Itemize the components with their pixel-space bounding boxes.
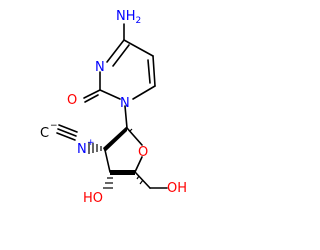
bond-isocyanide-3 [56,132,76,141]
stereo-bonds [103,126,135,175]
bond-c5-c6 [152,55,156,87]
bond-c5-c6-double [147,59,151,84]
bond-c2prime-c3prime [104,149,111,173]
isocyanide-c-charge: − [50,121,58,131]
hydroxyl-left-label: HO [83,191,103,206]
bond-c4-c5 [123,39,154,57]
molecule-diagram: NH2 N N O C − N + O HO OH [40,9,187,206]
ring-n1-label: N [120,96,130,111]
bond-c2-o [83,89,101,99]
hash-5 [129,128,133,132]
hydroxyl-right-label: OH [167,181,187,196]
bond-isocyanide-2 [57,128,77,137]
bond-c6-n1 [132,85,156,100]
bond-n1-c2 [99,89,121,100]
hash-10 [139,179,144,185]
bond-isocyanide-1 [58,124,78,133]
bond-o4-c4prime [134,156,143,173]
wedge-c1prime-c2prime [103,126,127,152]
structure-svg: NH2 N N O C − N + O HO OH [40,9,187,206]
bonds [56,23,168,189]
hash-9 [136,175,140,180]
hash-bonds [88,128,144,189]
bond-c1prime-o4 [126,127,143,146]
bond-c4-n3-double [112,44,130,67]
bond-n1-c1prime [124,105,128,129]
ring-o-label: O [138,145,148,160]
isocyanide-n-charge: + [87,138,95,148]
bond-c4-n3 [106,39,125,63]
isocyanide-n-label: N [77,142,87,157]
isocyanide-c-label: C [40,126,49,141]
carbonyl-o-label: O [67,93,77,108]
amine-label: NH2 [116,9,141,26]
wedge-c3prime-c4prime [110,170,135,175]
bond-c2-o-double [84,94,99,103]
atom-labels: NH2 N N O C − N + O HO OH [40,9,187,206]
ring-n3-label: N [95,60,105,75]
